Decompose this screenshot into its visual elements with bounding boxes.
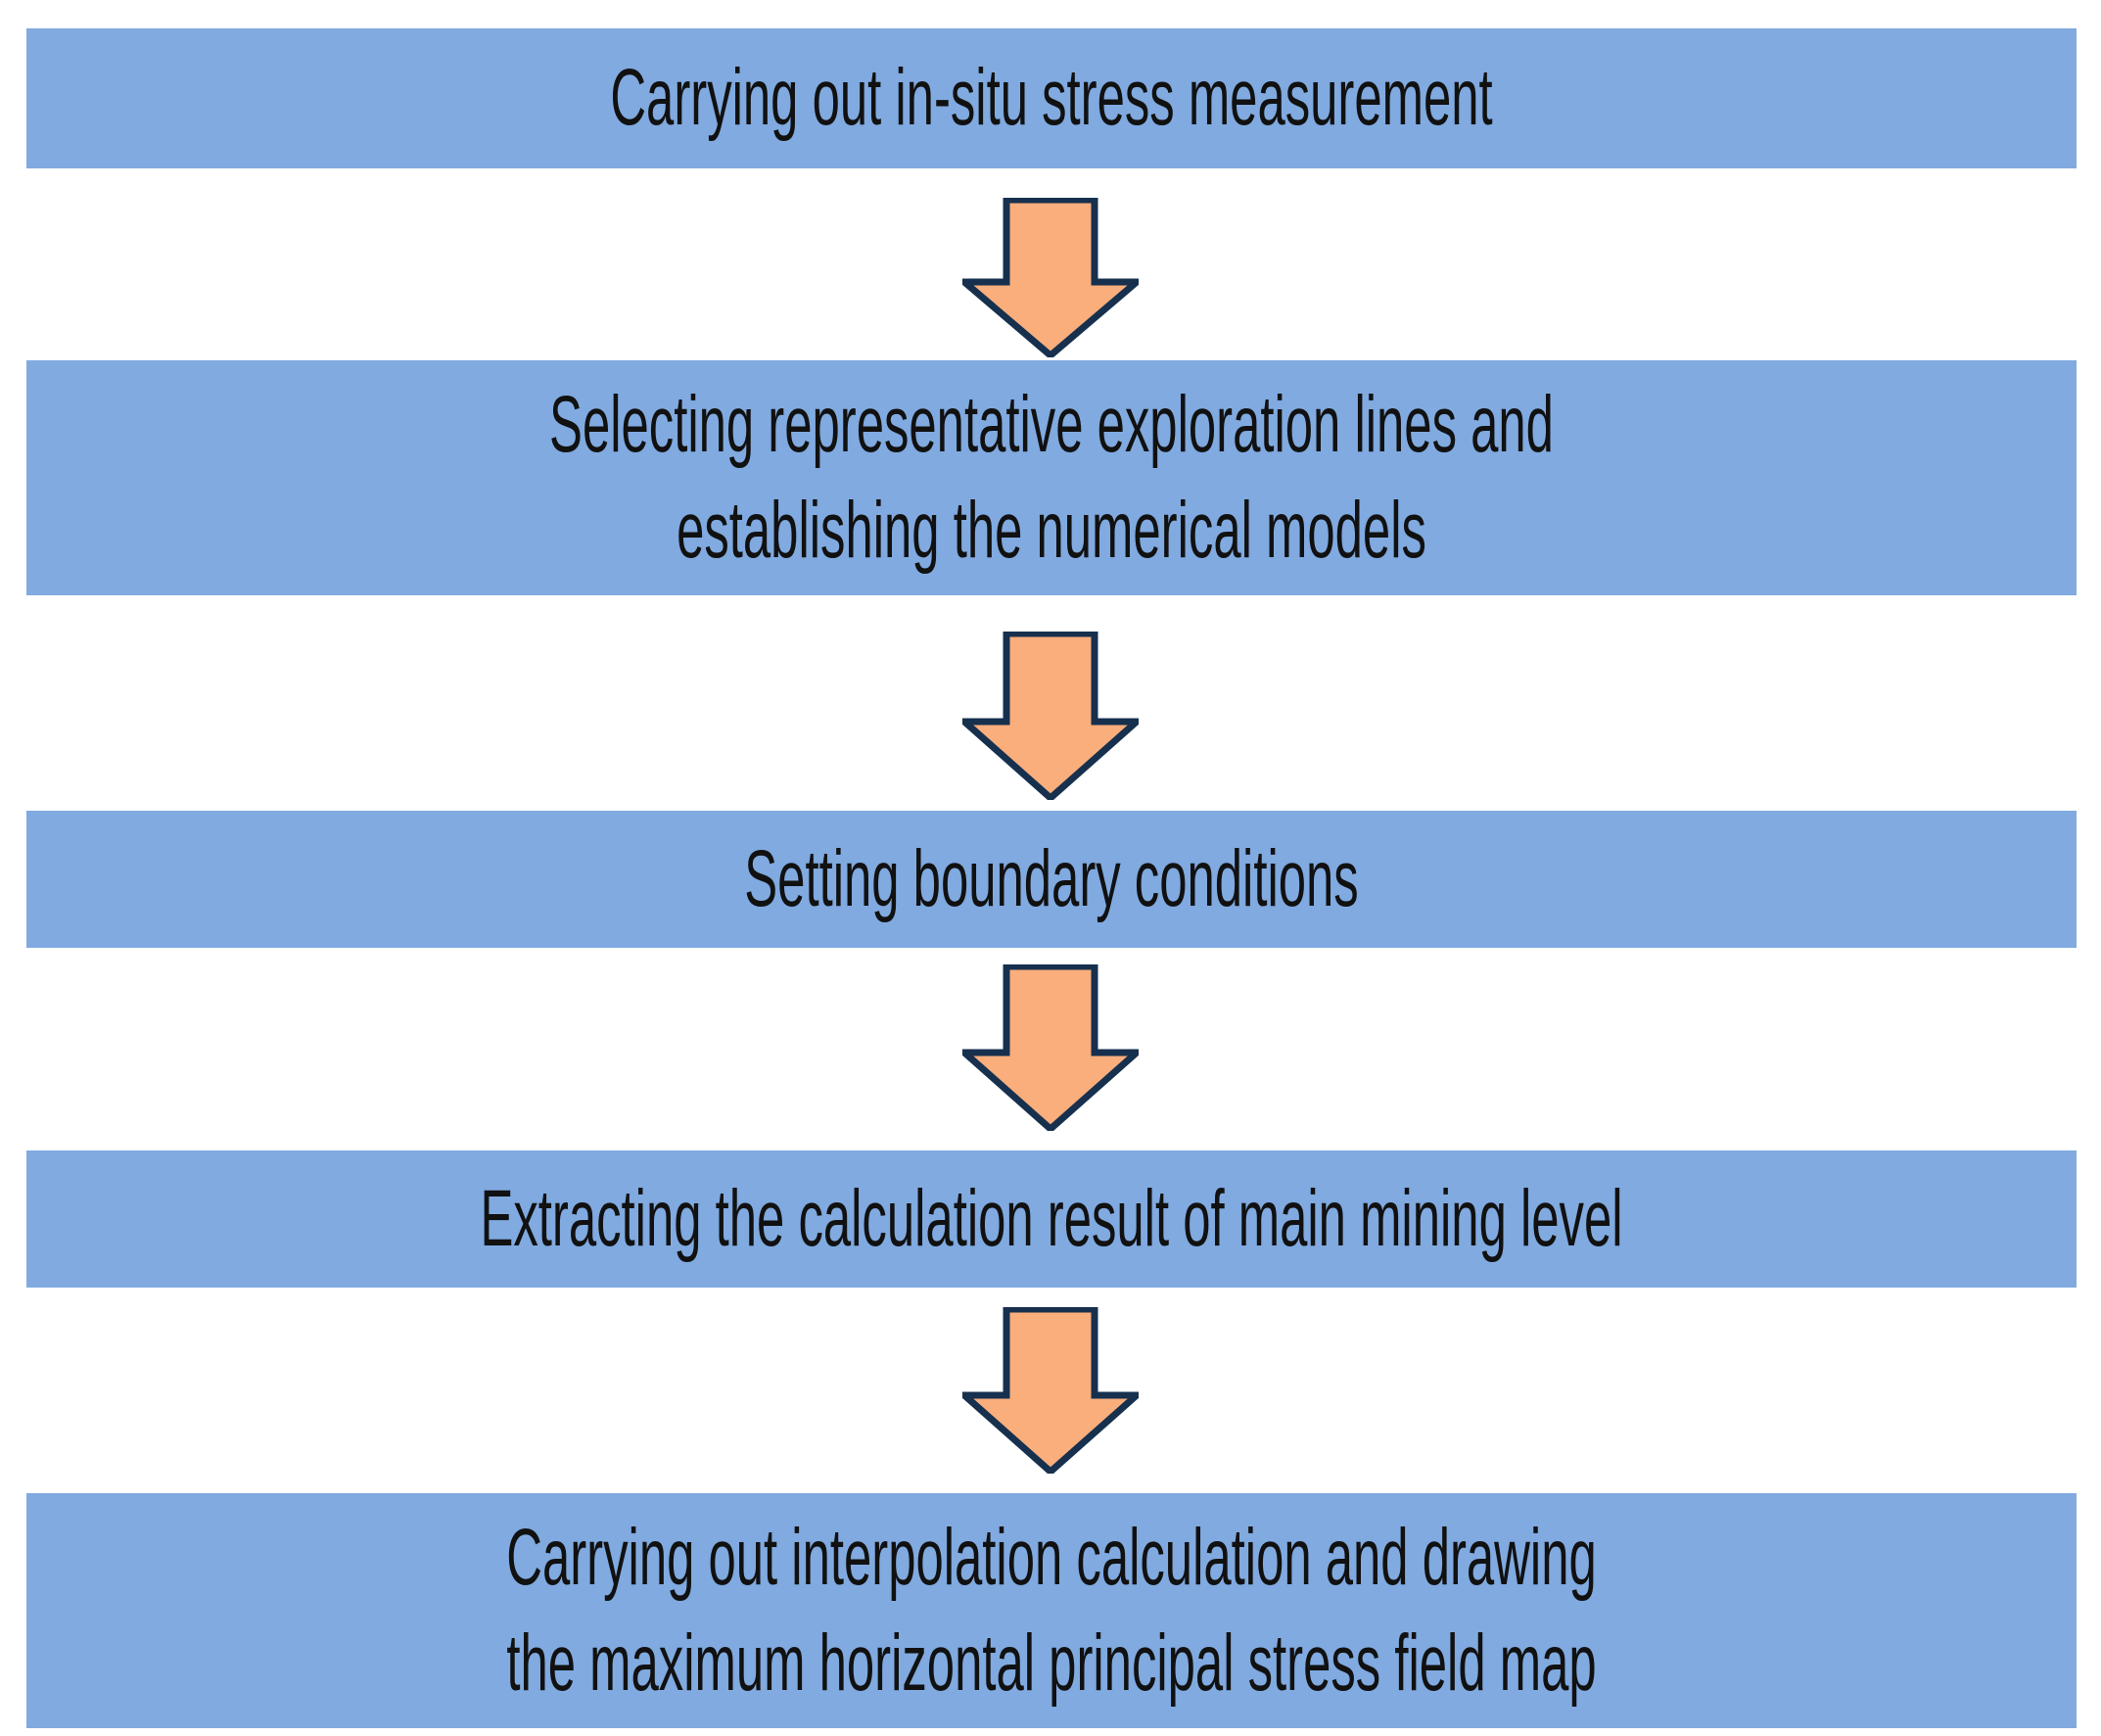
flow-node-step-2-label: Selecting representative exploration lin… — [416, 372, 1687, 584]
flow-node-step-4[interactable]: Extracting the calculation result of mai… — [26, 1150, 2077, 1288]
down-arrow-icon-3 — [962, 964, 1139, 1131]
flow-node-step-5-line-2: the maximum horizontal principal stress … — [506, 1619, 1597, 1708]
flow-node-step-5[interactable]: Carrying out interpolation calculation a… — [26, 1493, 2077, 1728]
flow-node-step-1-label: Carrying out in-situ stress measurement — [610, 53, 1493, 143]
flow-node-step-2-line-1: Selecting representative exploration lin… — [549, 379, 1554, 469]
flow-node-step-3[interactable]: Setting boundary conditions — [26, 811, 2077, 948]
flow-node-step-5-line-1: Carrying out interpolation calculation a… — [506, 1512, 1597, 1602]
flow-node-step-4-label: Extracting the calculation result of mai… — [480, 1173, 1623, 1263]
flow-node-step-1[interactable]: Carrying out in-situ stress measurement — [26, 28, 2077, 168]
flow-node-step-5-label: Carrying out interpolation calculation a… — [416, 1505, 1687, 1716]
down-arrow-icon-4 — [962, 1307, 1139, 1474]
flow-node-step-2[interactable]: Selecting representative exploration lin… — [26, 360, 2077, 595]
flow-node-step-3-label: Setting boundary conditions — [744, 833, 1359, 923]
down-arrow-icon-2 — [962, 632, 1139, 800]
flow-node-step-2-line-2: establishing the numerical models — [677, 486, 1426, 575]
down-arrow-icon-1 — [962, 198, 1139, 357]
